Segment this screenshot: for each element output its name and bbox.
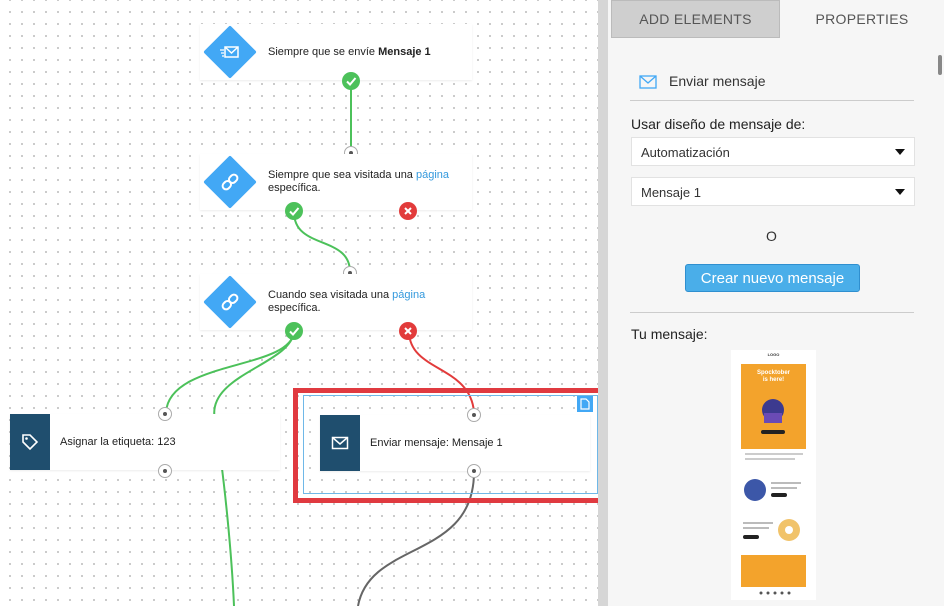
page-link[interactable]: página [392,289,426,301]
preview-logo: LOGO [767,352,780,357]
panel-splitter[interactable] [598,0,608,606]
properties-panel: ADD ELEMENTS PROPERTIES Enviar mensaje U… [608,0,944,606]
message-select[interactable]: Mensaje 1 [631,177,915,206]
yes-check-icon[interactable] [285,202,303,220]
yes-check-icon[interactable] [342,72,360,90]
no-cross-icon[interactable] [399,322,417,340]
chevron-down-icon [895,189,905,195]
page-link[interactable]: página [415,169,450,181]
design-source-select[interactable]: Automatización [631,137,915,166]
input-port[interactable] [467,408,481,422]
send-mail-icon [203,25,257,79]
link-icon [203,275,257,329]
no-cross-icon[interactable] [399,202,417,220]
tab-add-elements[interactable]: ADD ELEMENTS [611,0,780,38]
output-port[interactable] [158,464,172,478]
tab-properties[interactable]: PROPERTIES [780,0,944,38]
or-separator: O [766,228,777,244]
envelope-icon [639,75,657,89]
document-icon[interactable] [577,396,593,412]
create-message-button[interactable]: Crear nuevo mensaje [685,264,860,292]
input-port[interactable] [158,407,172,421]
scrollbar[interactable] [938,55,942,75]
divider [630,312,914,313]
your-message-label: Tu mensaje: [631,326,708,342]
trigger-node-message-sent[interactable]: Siempre que se envíe Mensaje 1 [200,24,472,80]
select-value: Mensaje 1 [641,185,701,200]
node-label: Enviar mensaje: Mensaje 1 [370,436,503,449]
selection-box [303,395,598,494]
action-node-assign-tag[interactable]: Asignar la etiqueta: 123 [10,414,280,470]
select-value: Automatización [641,145,730,160]
action-node-send-message[interactable]: Enviar mensaje: Mensaje 1 [320,415,590,471]
node-label: Siempre que se envíe Mensaje 1 [268,45,431,58]
use-design-label: Usar diseño de mensaje de: [631,116,806,132]
tag-icon [10,414,50,470]
panel-tabs: ADD ELEMENTS PROPERTIES [608,0,944,38]
yes-check-icon[interactable] [285,322,303,340]
node-label: Asignar la etiqueta: 123 [60,435,176,448]
highlight-frame [293,388,598,503]
envelope-icon [320,415,360,471]
workflow-canvas[interactable]: Siempre que se envíe Mensaje 1 Siempre q… [0,0,598,606]
link-icon [203,155,257,209]
chevron-down-icon [895,149,905,155]
output-port[interactable] [467,464,481,478]
panel-title-text: Enviar mensaje [669,73,766,89]
panel-title: Enviar mensaje [630,70,914,101]
